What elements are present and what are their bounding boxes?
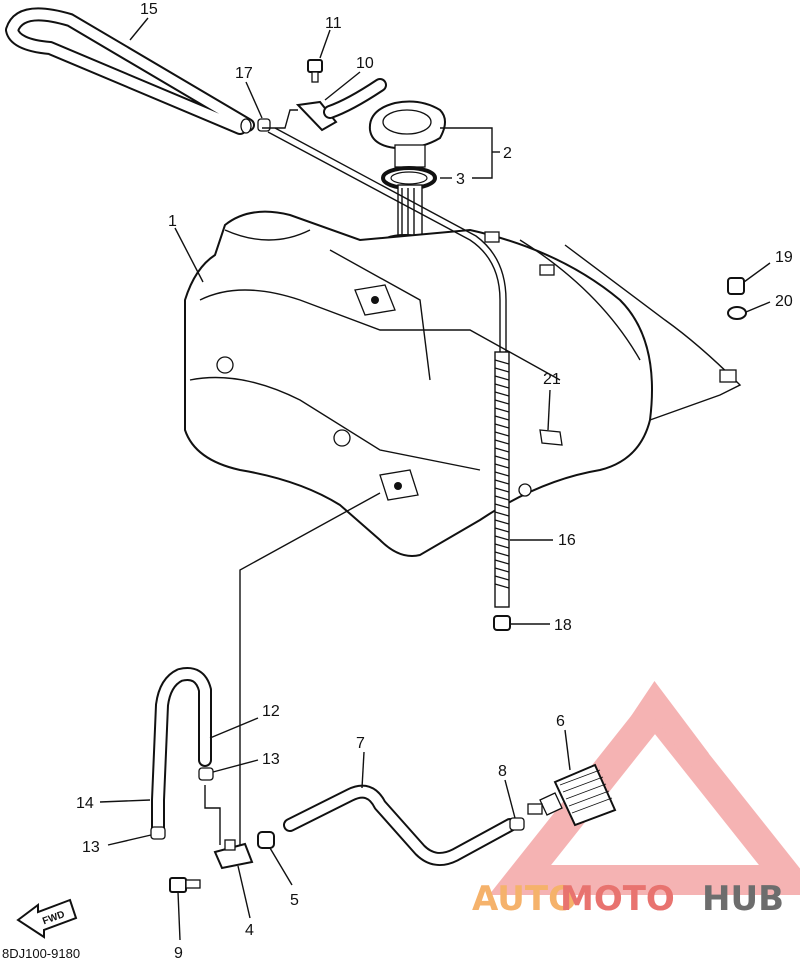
fuel-cap-2 — [368, 100, 446, 168]
washer-20 — [727, 306, 747, 320]
clip-5 — [257, 831, 275, 849]
callout-8: 8 — [498, 763, 507, 780]
watermark-moto: MOTO — [560, 879, 675, 919]
callout-5: 5 — [290, 892, 299, 909]
callout-3: 3 — [456, 171, 465, 188]
callout-13-upper: 13 — [262, 751, 280, 768]
callout-21: 21 — [543, 371, 561, 388]
callout-leaders — [99, 17, 771, 941]
fuel-hose-7 — [283, 784, 517, 866]
cap-18 — [493, 615, 511, 631]
fuel-hose-14 — [151, 667, 212, 837]
watermark-auto: AUTO — [472, 879, 577, 919]
callout-15: 15 — [140, 1, 158, 18]
callout-16: 16 — [558, 532, 576, 549]
watermark-text: AUTO MOTO HUB — [472, 879, 784, 919]
clip-21 — [539, 429, 563, 446]
callout-6: 6 — [556, 713, 565, 730]
diagram-code: 8DJ100-9180 — [2, 946, 80, 961]
clip-17 — [257, 118, 271, 132]
callout-labels: 15 11 17 10 2 3 1 19 20 21 16 18 12 13 1… — [76, 1, 793, 962]
callout-20: 20 — [775, 293, 793, 310]
fuel-filter-6 — [527, 763, 617, 827]
cock-leader — [204, 785, 221, 845]
clip-8 — [509, 817, 525, 831]
callout-4: 4 — [245, 922, 254, 939]
callout-18: 18 — [554, 617, 572, 634]
callout-17: 17 — [235, 65, 253, 82]
fuel-tank-1 — [184, 210, 742, 557]
callout-1: 1 — [168, 213, 177, 230]
callout-12: 12 — [262, 703, 280, 720]
clip-13-upper — [198, 767, 214, 781]
bolt-9 — [169, 877, 201, 893]
callout-19: 19 — [775, 249, 793, 266]
callout-2: 2 — [503, 145, 512, 162]
breather-hose-15 — [5, 7, 255, 135]
drain-hose-16 — [267, 127, 510, 608]
callout-9: 9 — [174, 945, 183, 962]
callout-14: 14 — [76, 795, 94, 812]
callout-11: 11 — [325, 15, 342, 32]
callout-10: 10 — [356, 55, 374, 72]
watermark-hub: HUB — [702, 879, 784, 919]
nut-19 — [727, 277, 745, 295]
fitting-10 — [295, 78, 387, 132]
callout-7: 7 — [356, 735, 365, 752]
assembly-leader-line — [239, 492, 381, 845]
clip-13-lower — [150, 826, 166, 840]
forward-direction-arrow: FWD — [16, 898, 78, 939]
fuel-cock-4 — [213, 839, 254, 870]
callout-13-lower: 13 — [82, 839, 100, 856]
bolt-11 — [307, 59, 323, 83]
